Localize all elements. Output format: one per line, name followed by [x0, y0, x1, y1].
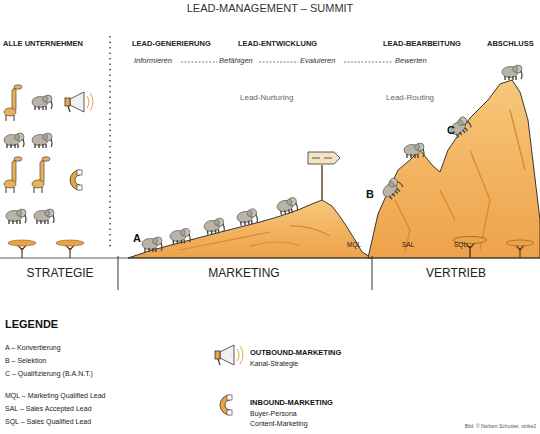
- lead-status: SAL: [402, 241, 414, 248]
- phase-step: Evaluieren: [300, 57, 335, 66]
- column-header: LEAD-BEARBEITUNG: [383, 40, 461, 49]
- column-header: LEAD-GENERIERUNG: [132, 40, 211, 49]
- stage-letter: A: [133, 232, 141, 245]
- column-header: LEAD-ENTWICKLUNG: [238, 40, 317, 49]
- phase-step: Befähigen: [219, 57, 253, 66]
- stage-letter: B: [366, 188, 374, 201]
- legend-heading: INBOUND-MARKETING: [250, 399, 333, 408]
- lead-status: SQL: [454, 241, 467, 248]
- legend-entry: B – Selektion: [5, 357, 46, 365]
- image-credit: Bild: © Norbert Schuster, strike2: [465, 424, 536, 430]
- zone-label: MARKETING: [208, 267, 279, 281]
- diagram-title: LEAD-MANAGEMENT – SUMMIT: [187, 2, 354, 15]
- column-header: ABSCHLUSS: [487, 40, 534, 49]
- legend-entry: Kanal-Strategie: [250, 360, 298, 368]
- lead-status: MQL: [347, 241, 361, 248]
- legend-heading: LEGENDE: [5, 318, 58, 331]
- stage-letter: C: [447, 124, 455, 137]
- legend-entry: C – Qualifizierung (B.A.N.T.): [5, 370, 93, 378]
- zone-label: VERTRIEB: [426, 267, 486, 281]
- legend-entry: A – Konvertierung: [5, 344, 61, 352]
- legend-entry: Buyer-Persona: [250, 410, 297, 418]
- legend-entry: MQL – Marketing Qualified Lead: [5, 392, 106, 400]
- process-label: Lead-Nurturing: [240, 93, 293, 102]
- legend-entry: SQL – Sales Qualified Lead: [5, 418, 91, 426]
- column-header: ALLE UNTERNEHMEN: [3, 40, 83, 49]
- legend-entry: SAL – Sales Accepted Lead: [5, 405, 92, 413]
- phase-step: Informieren: [134, 57, 172, 66]
- zone-label: STRATEGIE: [26, 267, 93, 281]
- phase-step: Bewerten: [395, 57, 427, 66]
- process-label: Lead-Routing: [386, 93, 434, 102]
- legend-heading: OUTBOUND-MARKETING: [250, 349, 341, 358]
- legend-entry: Content-Marketing: [250, 420, 308, 428]
